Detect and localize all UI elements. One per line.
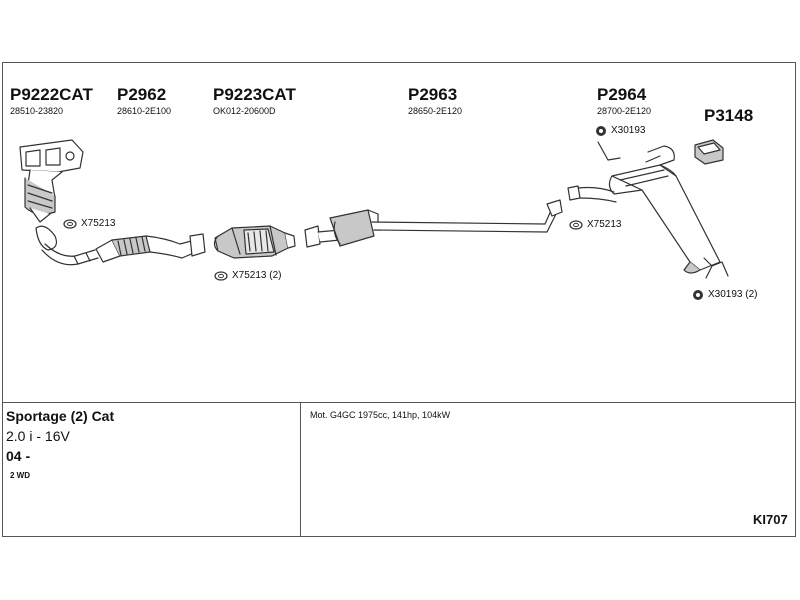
gasket-ring-icon bbox=[63, 219, 77, 229]
diagram-frame bbox=[2, 62, 796, 537]
accessory-gasket-2[interactable]: X75213 (2) bbox=[214, 270, 281, 282]
part-code-front-pipe[interactable]: P2962 bbox=[117, 85, 167, 104]
part-oem-catalyst: OK012-20600D bbox=[213, 106, 276, 116]
catalyst-drawing[interactable] bbox=[213, 225, 296, 259]
rubber-mount-icon bbox=[596, 126, 606, 136]
rear-silencer-drawing[interactable] bbox=[567, 141, 729, 279]
part-code-catalyst[interactable]: P9223CAT bbox=[213, 85, 296, 104]
info-divider bbox=[300, 402, 301, 537]
rubber-mount-icon bbox=[693, 290, 703, 300]
vehicle-model: Sportage (2) Cat bbox=[6, 408, 115, 424]
part-code-rear-silencer[interactable]: P2964 bbox=[597, 85, 647, 104]
accessory-mount-1[interactable]: X30193 bbox=[595, 125, 645, 137]
accessory-code: X75213 bbox=[81, 218, 116, 229]
part-code-middle-silencer[interactable]: P2963 bbox=[408, 85, 458, 104]
gasket-ring-icon bbox=[569, 220, 583, 230]
accessory-mount-2[interactable]: X30193 (2) bbox=[692, 289, 757, 301]
part-oem-front-pipe: 28610-2E100 bbox=[117, 106, 172, 116]
front-pipe-drawing[interactable] bbox=[95, 233, 206, 263]
engine-details: Mot. G4GC 1975cc, 141hp, 104kW bbox=[310, 410, 451, 420]
tailpipe-trim-drawing[interactable] bbox=[694, 139, 724, 165]
vehicle-year: 04 - bbox=[6, 448, 31, 464]
accessory-code: X30193 bbox=[611, 125, 646, 136]
accessory-code: X75213 (2) bbox=[232, 270, 282, 281]
accessory-code: X30193 (2) bbox=[708, 289, 758, 300]
middle-silencer-drawing[interactable] bbox=[304, 199, 563, 248]
vehicle-drive: 2 WD bbox=[10, 471, 30, 480]
accessory-code: X75213 bbox=[587, 219, 622, 230]
gasket-ring-icon bbox=[214, 271, 228, 281]
vehicle-engine: 2.0 i - 16V bbox=[6, 428, 70, 444]
diagram-id: KI707 bbox=[753, 512, 788, 527]
accessory-gasket-1[interactable]: X75213 bbox=[63, 218, 115, 230]
part-code-manifold-cat[interactable]: P9222CAT bbox=[10, 85, 93, 104]
accessory-gasket-3[interactable]: X75213 bbox=[569, 219, 621, 231]
manifold-catalyst-drawing[interactable] bbox=[19, 139, 99, 266]
part-code-tailpipe-trim[interactable]: P3148 bbox=[704, 106, 754, 125]
section-divider bbox=[2, 402, 796, 403]
part-oem-rear-silencer: 28700-2E120 bbox=[597, 106, 652, 116]
part-oem-manifold-cat: 28510-23820 bbox=[10, 106, 64, 116]
part-oem-middle-silencer: 28650-2E120 bbox=[408, 106, 463, 116]
